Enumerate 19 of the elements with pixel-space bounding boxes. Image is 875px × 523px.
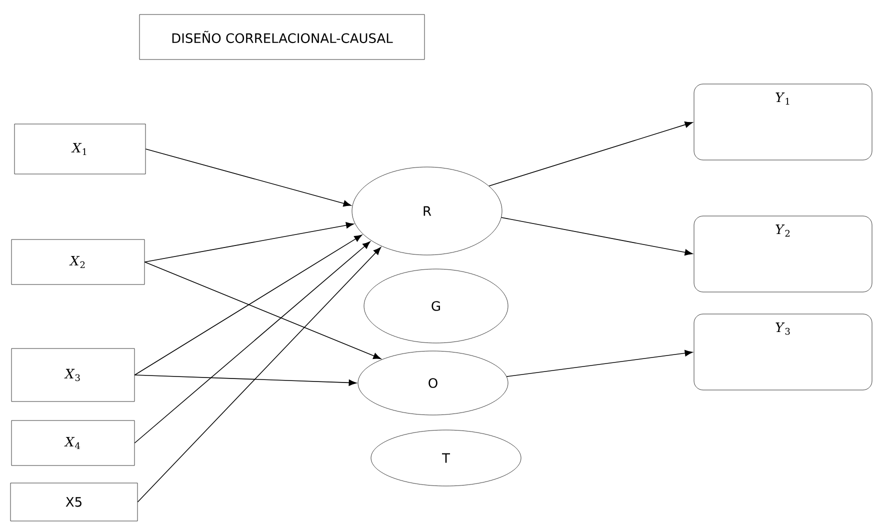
arrow [145,148,352,207]
arrow [500,217,693,256]
arrow [144,222,354,262]
arrow [137,247,382,502]
result-box: Y$_{2}$ [694,216,872,292]
variable-box: X$_{3}$ [11,348,135,402]
arrow [488,122,693,186]
arrow [134,234,362,376]
arrow [506,350,693,377]
variable-box: X$_{4}$ [11,420,135,466]
title-box: DISEÑO CORRELACIONAL-CAUSAL [139,14,425,60]
arrow [144,262,382,360]
variable-box: X5 [10,482,138,522]
arrow [134,241,370,444]
result-box: Y$_{1}$ [694,84,872,160]
result-box: Y$_{3}$ [694,314,872,390]
arrow [134,374,357,386]
variable-box: X$_{1}$ [14,124,146,174]
variable-box: X$_{2}$ [11,239,145,285]
